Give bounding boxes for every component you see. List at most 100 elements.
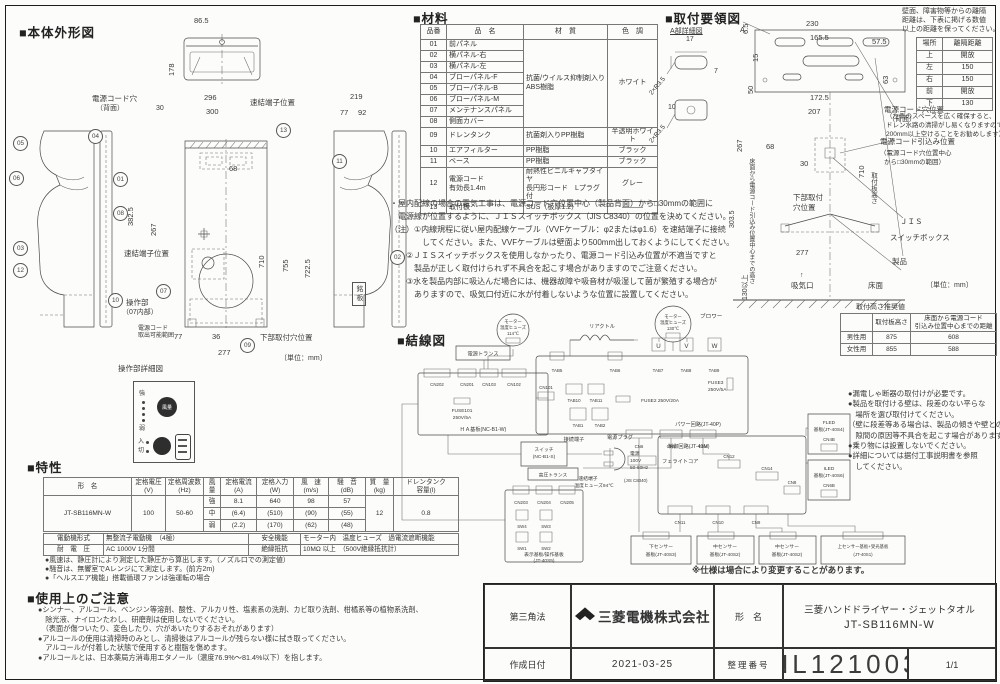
mat-no: 06 [420,94,447,106]
wiring-sensor-low-2: 基板(JT-40S3) [646,551,677,558]
wiring-cn10: CN10 [712,520,724,525]
dim-722-5: 722.5 [303,259,312,278]
dim-267: 267 [149,223,158,236]
ch-noise: (48) [328,519,366,532]
title-block: 第三角法 三菱電機株式会社 形 名 三菱ハンドドライヤー・ジェットタオル JT-… [483,583,997,682]
ch-input: (170) [256,519,294,532]
panel-weak-label: 弱 [139,426,146,432]
ch-h-speed-u: (m/s) [303,486,319,494]
callout-11: 11 [332,154,347,169]
callout-12: 12 [13,263,28,278]
wiring-diagram: CN202 CN201 CN103 CN102 FUSE101 250V/5A … [388,308,948,580]
wiring-tab5: TAB5 [552,368,563,373]
label-i-cord-hole: 電源コード穴位置 [884,105,944,114]
mat-no: 10 [420,144,447,157]
mat-name: 側面カバー [446,116,524,128]
date-label-cell: 作成日付 [484,648,571,681]
ch-freq: 50-60 [165,495,204,532]
mat-no: 13 [420,201,447,215]
ch-current: 8.1 [220,495,257,508]
ch-h-noise-u: (dB) [340,486,354,494]
callout-09: 09 [240,338,255,353]
document-number: NL121003 [784,649,907,679]
a-detail-drawing [663,40,721,136]
dim-178: 178 [167,63,176,76]
side-view-left-drawing [30,127,134,333]
dim-296: 296 [204,93,217,102]
label-i-jis: ＪＩＳ [900,217,923,226]
mat-no: 08 [420,116,447,128]
label-vert-right: 取付板高さ [869,172,877,205]
ch-tank: 0.8 [393,495,459,532]
label-i-floor: 床面 [868,281,883,290]
number-cell: NL121003 [783,648,908,681]
wiring-tab11: TAB11 [590,398,603,403]
wiring-cn8: CN8 [788,480,797,485]
ch-safety-label: 安全機能 [248,533,301,545]
wiring-quick-terminal: 速結端子 [578,475,597,482]
ch-motor: 無整流子電動機 （4極） [103,533,249,545]
wiring-cn204: CN204 [537,500,551,505]
a-arrow-label: A [740,25,746,34]
mat-color: ブラック [607,144,658,157]
label-bottom-holes: 下部取付穴位置 [260,333,313,342]
ch-mode: 弱 [203,519,221,532]
mat-color: グレー [607,166,658,203]
wiring-cn9: CN9 [752,520,761,525]
company-cell: 三菱電機株式会社 [571,584,714,648]
label-cord-hole-back: （背面） [96,105,124,112]
mat-group-material-1: 抗菌/ウイルス抑制剤入り [526,75,605,83]
wiring-sw2: SW2 [541,546,551,551]
wiring-fuse3: FUSE3 [708,380,724,386]
spec-change-note: ※仕様は場合により変更することがあります。 [692,565,870,575]
wiring-fuse114-2: 温度ヒューズ [500,324,527,331]
wiring-cn6: CN6 [635,444,644,449]
install-note-line: ●製品を取付ける壁は、段差のない平らな [848,399,986,409]
mat-name-1: 電源コード [449,176,484,184]
ch-current: (6.4) [220,507,257,520]
clr-place: 上 [916,50,943,63]
characteristics-sub-table: 電動機形式 無整流子電動機 （4極） 安全機能 モーター内 温度ヒューズ 過電流… [43,533,459,556]
fan-button: 風量 [157,397,177,417]
wiring-sensor-mid2-2: 基板(JT-40S2) [772,551,803,558]
ch-noise: (55) [328,507,366,520]
wiring-blower: ブロワー [700,312,723,320]
wiring-cn201: CN201 [460,382,474,387]
clr-place: 左 [916,62,943,75]
wiring-tab2: TAB2 [595,423,606,428]
wiring-quick-fuse: 温度ヒューズ94℃ [574,482,614,489]
wiring-supply-3: 50-60Hz [630,465,649,471]
callout-10: 10 [108,293,123,308]
dim-36: 36 [212,332,221,341]
wiring-supply-1: 電源 [630,450,640,457]
operation-panel-detail: 強 弱 風量 入 切 [133,381,195,463]
creation-date: 2021-03-25 [611,659,674,670]
wiring-note-line: （注）①内線規程に従い屋内配線ケーブル（VVFケーブル：φ2またはφ1.6）を速… [390,225,726,234]
dim-i-50: 50 [746,85,755,94]
left-space-note-1: （左側のスペースを広く確保すると、 [886,113,996,120]
page-cell: 1/1 [908,648,996,681]
ht-h-dist-1: 床面から電源コード [924,314,983,322]
dim-30: 30 [156,105,164,112]
ch-h-current-u: (A) [234,486,243,494]
wiring-switch-1: スイッチ [534,447,553,453]
usage-line: アルコールが付着した状態で使用すると樹脂を傷めます。 [38,643,232,652]
clearance-note-3: 以上の距離を保ってください。 [902,26,1000,33]
wiring-power-board: パワー回路(JT-40P) [675,420,721,428]
dim-277: 277 [218,348,231,357]
dim-i-267: 267 [735,139,744,152]
usage-line: ●アルコールとは、日本薬局方消毒用エタノール（濃度76.9%～81.4%以下）を… [38,652,327,662]
wiring-sensor-top-1: 上センサー基板+受光基板 [838,543,889,550]
usage-line: 除光液、ナイロンたわし、研磨剤は使用しないでください。 [38,614,240,624]
wiring-tab10: TAB10 [567,398,581,403]
wiring-note-line: してください。また、VVFケーブルは壁面より500mm出しておくようにしてくださ… [390,238,735,247]
clr-place: 前 [916,86,943,99]
wiring-note-line: 製品が正しく取付けられず不具合を起こす場合がありますのでご注意ください。 [390,264,702,273]
clr-place: 下 [916,98,943,111]
label-cord-range-1: 電源コード [138,326,169,332]
dim-86-5: 86.5 [194,16,209,25]
dim-755: 755 [281,259,290,272]
dim-77b: 77 [340,108,349,117]
